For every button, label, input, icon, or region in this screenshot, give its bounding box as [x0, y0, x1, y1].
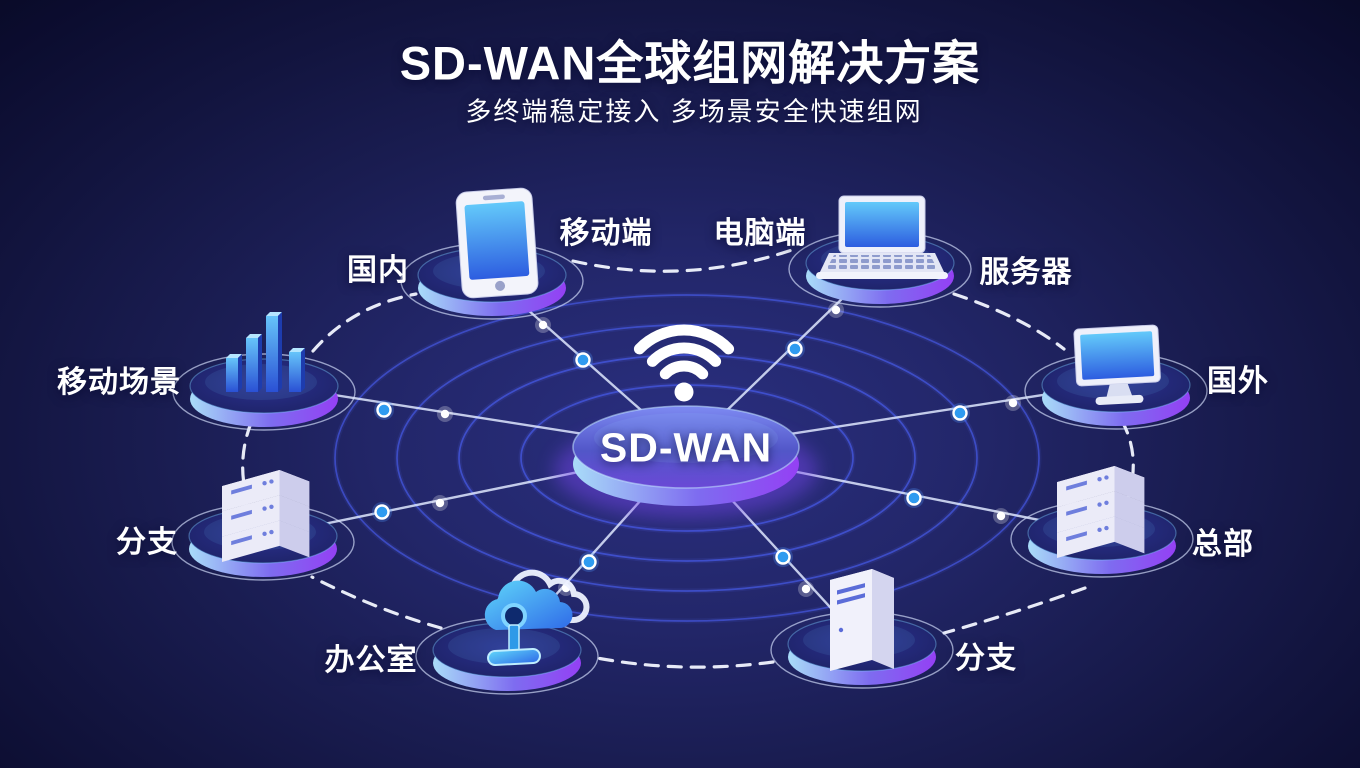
node-server-left	[171, 470, 355, 581]
bar-chart-icon	[226, 312, 305, 392]
server-stack-icon	[1057, 466, 1145, 558]
link-dot-blue	[950, 403, 970, 423]
link-dot-blue	[785, 339, 805, 359]
node-phone	[400, 187, 584, 320]
node-label-monitor: 国外	[1207, 365, 1269, 398]
node-laptop	[788, 195, 972, 308]
link-dot-blue	[372, 502, 392, 522]
node-label-server-left: 分支	[116, 526, 178, 559]
server-stack-icon	[222, 470, 310, 562]
dashed-link-bars-phone	[311, 292, 418, 353]
node-server-right	[1010, 466, 1194, 578]
node-tower	[770, 569, 954, 689]
orbit-ring-4	[334, 294, 1040, 622]
hub-disc	[572, 405, 800, 506]
dashed-link-server-right-tower	[942, 586, 1087, 635]
tower-server-icon	[830, 569, 894, 671]
link-dot-white	[432, 495, 448, 511]
link-dot-white	[1005, 395, 1021, 411]
link-dot-blue	[374, 400, 394, 420]
orbit-ring-2	[458, 354, 916, 562]
dashed-link-laptop-monitor	[952, 292, 1066, 351]
dashed-link-phone-laptop	[571, 248, 794, 273]
dashed-link-tower-cloud	[595, 656, 775, 669]
hub	[554, 324, 818, 518]
link-dot-blue	[579, 552, 599, 572]
cloud-access-icon	[484, 569, 590, 666]
link-dot-white	[828, 302, 844, 318]
link-dot-blue	[573, 350, 593, 370]
dashed-link-cloud-server-left	[310, 575, 443, 630]
wifi-icon	[633, 324, 735, 402]
link-dot-white	[993, 508, 1009, 524]
node-label-laptop-left: 电脑端	[713, 217, 807, 250]
desktop-monitor-icon	[1073, 324, 1161, 405]
link-dots	[372, 302, 1021, 597]
node-label-tower: 分支	[955, 642, 1017, 675]
laptop-icon	[816, 195, 948, 279]
link-dot-blue	[773, 547, 793, 567]
node-label-phone-left: 国内	[347, 254, 409, 287]
node-bars	[172, 312, 356, 431]
node-monitor	[1024, 324, 1208, 430]
hub-label: SD-WAN	[599, 424, 773, 471]
link-dot-white	[798, 581, 814, 597]
smartphone-icon	[455, 187, 539, 299]
link-dot-white	[535, 317, 551, 333]
node-label-server-right: 总部	[1192, 528, 1254, 561]
node-label-bars: 移动场景	[57, 366, 181, 399]
node-disc	[172, 353, 356, 431]
node-label-laptop-right: 服务器	[979, 256, 1073, 289]
page-subtitle: 多终端稳定接入 多场景安全快速组网	[465, 96, 923, 127]
node-label-cloud: 办公室	[324, 644, 418, 677]
node-cloud	[415, 569, 599, 695]
node-label-phone-right: 移动端	[559, 217, 653, 250]
link-dot-blue	[904, 488, 924, 508]
link-dot-white	[437, 406, 453, 422]
page-title: SD-WAN全球组网解决方案	[399, 36, 981, 90]
